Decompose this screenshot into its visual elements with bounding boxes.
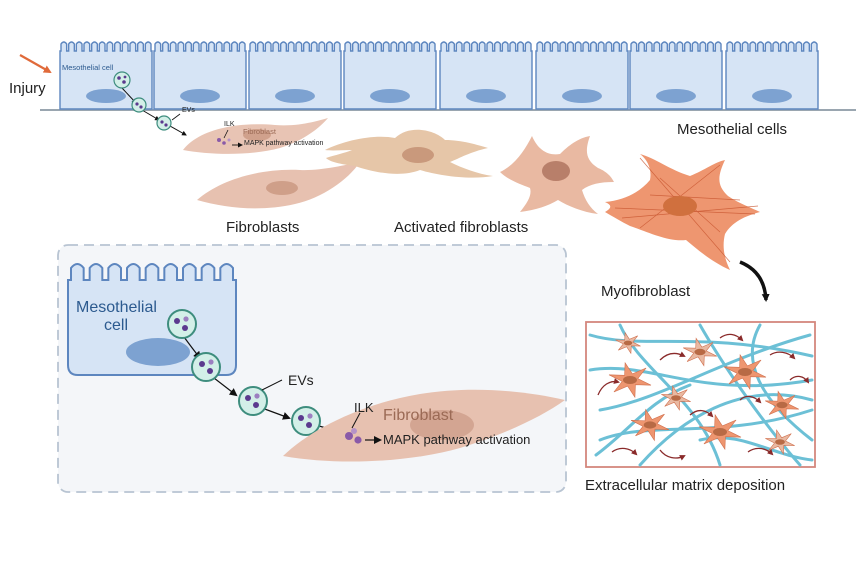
large-ev-pathway [167,309,342,436]
mesothelial-cell-large [67,263,237,376]
nucleus [275,89,315,103]
nucleus [713,428,727,436]
mesothelial-cell [535,41,629,110]
collagen-fiber [750,323,814,442]
fibroblast-cell-large [283,389,565,462]
ecm-label: Extracellular matrix deposition [585,477,786,494]
fibroblast-small-label: Fibroblast [243,127,276,136]
nucleus [86,89,126,103]
contraction-arrow [689,409,714,418]
nucleus [671,395,681,401]
mesothelial-cell-small-label: Mesothelial cell [62,63,114,72]
nucleus [623,376,637,384]
activated-fibroblast-cell [325,129,493,178]
nucleus [370,89,410,103]
ev-vesicle-icon [167,309,197,339]
nucleus [776,401,788,409]
mapk-large-label: MAPK pathway activation [383,432,531,447]
mesothelial-cell [725,41,819,110]
nucleus [738,368,752,376]
nucleus [466,89,506,103]
contraction-arrow [659,449,686,461]
collagen-fiber [638,393,814,467]
mesothelial-cell [59,41,153,110]
contraction-arrow [789,375,810,384]
evs-small-label: EVs [182,107,195,114]
nucleus [752,89,792,103]
ev-vesicle-icon [191,352,221,382]
ev-vesicle-icon [291,406,321,436]
injury-label: Injury [9,80,46,97]
injury-arrow [19,54,52,73]
nucleus [775,439,785,445]
collagen-fiber [594,383,692,457]
ev-vesicle-icon [131,97,147,113]
collagen-fiber [698,323,802,467]
mesothelial-cell [629,41,723,110]
myofibroblast-label: Myofibroblast [601,283,691,300]
mesothelial-cell-large-label-line2: cell [104,317,129,334]
contraction-arrow [769,351,796,360]
fibroblast-cell [197,162,360,209]
nucleus [694,348,706,356]
fibroblasts-label: Fibroblasts [226,219,300,236]
contraction-arrow [747,447,774,456]
mesothelial-cells-label: Mesothelial cells [677,121,788,138]
collagen-fiber [588,366,814,388]
ev-vesicle-icon [156,115,172,131]
mapk-small-label: MAPK pathway activation [244,140,324,147]
transition-arrow [739,260,770,302]
ecm-panel [585,321,816,468]
contraction-arrow [611,447,638,456]
myofibroblast-cell [605,154,760,270]
nucleus [643,421,657,429]
contraction-arrow [739,395,762,404]
nucleus [623,340,633,346]
fibroblast-large-label: Fibroblast [383,407,454,424]
mesothelial-cell-layer [40,41,856,111]
ilk-small-label: ILK [224,121,235,128]
contraction-arrow [659,351,686,361]
mesothelial-cell-large-label-line1: Mesothelial [76,299,157,316]
collagen-fiber [598,333,812,412]
contraction-arrow [597,378,620,396]
nucleus [562,89,602,103]
activated-fibroblasts-label: Activated fibroblasts [394,219,529,236]
ev-vesicle-icon [238,386,268,416]
fibroblast-cell-small [183,118,328,154]
mesothelial-cell [248,41,342,110]
mesothelial-cell [153,41,247,110]
nucleus [180,89,220,103]
stellate-fibroblast-cell [500,136,614,214]
ilk-large-label: ILK [354,400,374,415]
nucleus [656,89,696,103]
ev-vesicle-icon [113,71,131,89]
evs-large-label: EVs [288,372,314,388]
mesothelial-cell [343,41,437,110]
contraction-arrow [719,333,744,342]
mesothelial-cell [439,41,533,110]
small-ev-pathway [113,71,187,136]
